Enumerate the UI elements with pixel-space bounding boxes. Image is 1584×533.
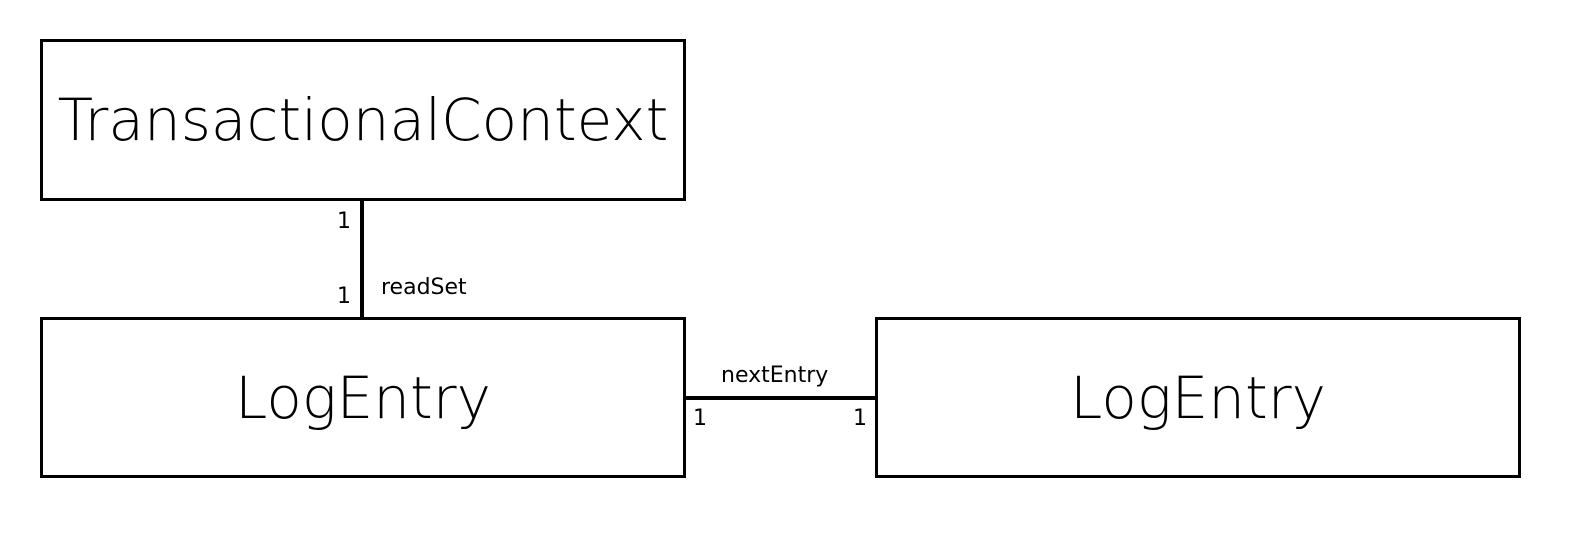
class-transactional-context[interactable]: TransactionalContext — [40, 39, 686, 201]
role-next-entry: nextEntry — [721, 363, 829, 388]
multiplicity-next-entry-target: 1 — [853, 406, 867, 431]
class-log-entry-right[interactable]: LogEntry — [875, 317, 1521, 478]
class-log-entry-left[interactable]: LogEntry — [40, 317, 686, 478]
association-next-entry-line[interactable] — [685, 396, 876, 400]
multiplicity-next-entry-source: 1 — [693, 406, 707, 431]
class-name: LogEntry — [235, 363, 491, 432]
class-name: TransactionalContext — [57, 86, 669, 154]
association-read-set-line[interactable] — [360, 200, 364, 318]
class-name: LogEntry — [1070, 363, 1326, 432]
role-read-set: readSet — [381, 275, 467, 300]
multiplicity-read-set-source: 1 — [337, 209, 351, 234]
multiplicity-read-set-target: 1 — [337, 284, 351, 309]
